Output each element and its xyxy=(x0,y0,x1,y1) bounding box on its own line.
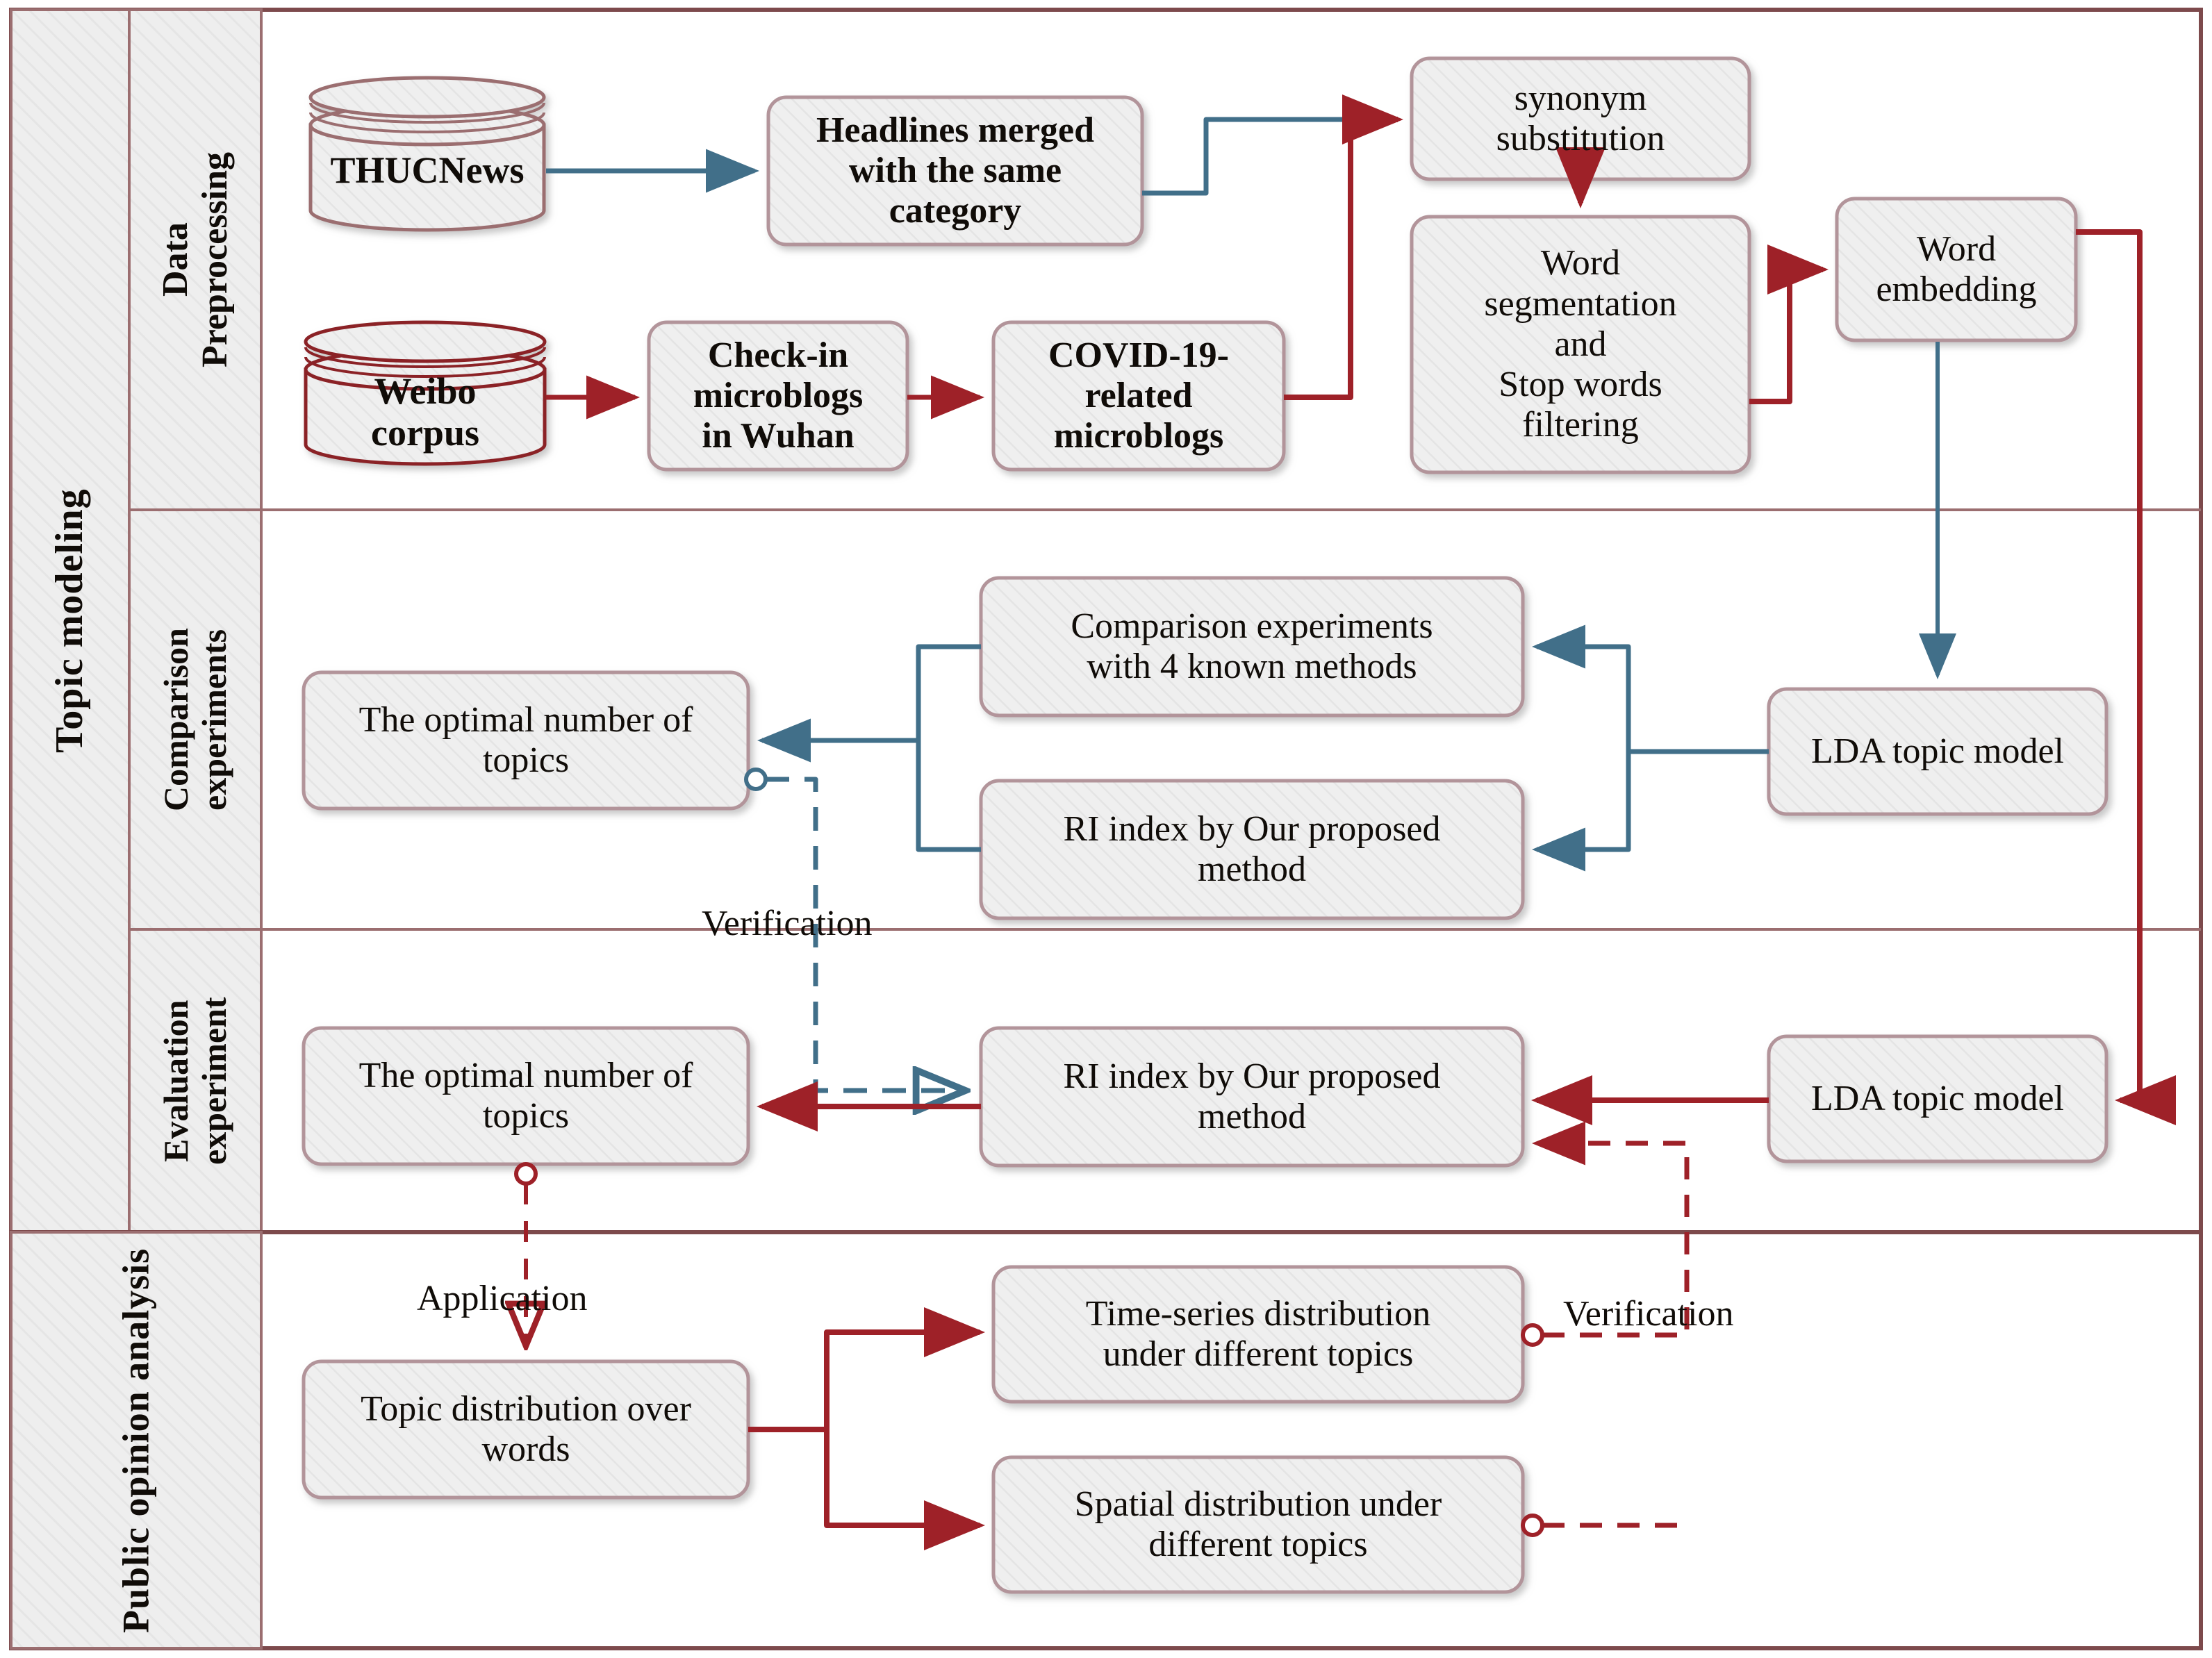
node-topic-distribution xyxy=(302,1359,750,1500)
node-ri-index-comparison xyxy=(979,779,1525,920)
edge-endpoint-circle-verification-time-series xyxy=(1521,1323,1544,1347)
node-headlines-merged xyxy=(766,95,1144,247)
node-optimal-topics-comparison xyxy=(302,670,750,811)
node-covid-microblogs xyxy=(991,320,1286,472)
node-word-embedding xyxy=(1835,197,2078,342)
edge-comparison-4-methods-to-merge xyxy=(916,644,981,740)
edge-wordseg-to-embedding xyxy=(1749,244,1829,404)
row-data-preprocessing-nodes xyxy=(304,56,2078,474)
band-label-public-opinion-analysis: Public opinion analysis xyxy=(115,1247,157,1633)
node-comparison-4-methods xyxy=(979,576,1525,718)
row-public-opinion-nodes xyxy=(302,1265,1525,1594)
edge-fanout-to-time-series xyxy=(824,1307,985,1429)
edge-endpoint-circle-verification-comparison xyxy=(744,768,768,791)
edge-fanout-to-spatial-distribution xyxy=(824,1429,985,1550)
row-label-data-preprocessing: Data Preprocessing xyxy=(155,151,235,368)
row-evaluation-nodes xyxy=(302,1026,2108,1168)
edge-endpoint-circle-verification-spatial xyxy=(1521,1514,1544,1537)
edge-fanout-to-ri-index-comparison xyxy=(1532,752,1631,872)
edge-headlines-to-synonym xyxy=(1142,117,1351,196)
node-optimal-topics-evaluation xyxy=(302,1026,750,1166)
edge-fanout-to-comparison-4-methods xyxy=(1532,624,1631,752)
band-label-topic-modeling: Topic modeling xyxy=(48,488,92,754)
edge-label-application: Application xyxy=(417,1279,588,1318)
frame-structure xyxy=(9,8,2203,1650)
node-time-series xyxy=(991,1265,1525,1404)
edge-endpoint-circle-application xyxy=(514,1162,538,1186)
node-word-segmentation xyxy=(1410,215,1751,474)
edge-ri-index-comparison-to-merge xyxy=(916,740,981,852)
node-lda-topic-model-evaluation xyxy=(1767,1034,2108,1163)
row-label-evaluation-experiment: Evaluation experiment xyxy=(156,997,233,1165)
edge-verification-time-series-dashed xyxy=(1532,1121,1690,1338)
edge-label-verification-public-opinion: Verification xyxy=(1563,1294,1734,1334)
node-lda-topic-model-comparison xyxy=(1767,687,2108,816)
node-synonym-substitution xyxy=(1410,56,1751,181)
node-thucnews xyxy=(308,76,546,232)
row-label-comparison-experiments: Comparison experiments xyxy=(156,628,233,811)
node-weibo-corpus xyxy=(304,320,547,466)
edge-verification-comparison-dashed xyxy=(766,777,966,1091)
edge-covid-to-synonym xyxy=(1284,94,1403,400)
edge-embedding-to-lda-evaluation xyxy=(2076,229,2176,1125)
edge-label-verification-comparison: Verification xyxy=(702,904,873,943)
node-spatial-distribution xyxy=(991,1455,1525,1594)
node-ri-index-evaluation xyxy=(979,1026,1525,1168)
node-checkin-microblogs xyxy=(647,320,909,472)
row-comparison-nodes xyxy=(302,576,2108,920)
connectors xyxy=(514,94,2176,1550)
